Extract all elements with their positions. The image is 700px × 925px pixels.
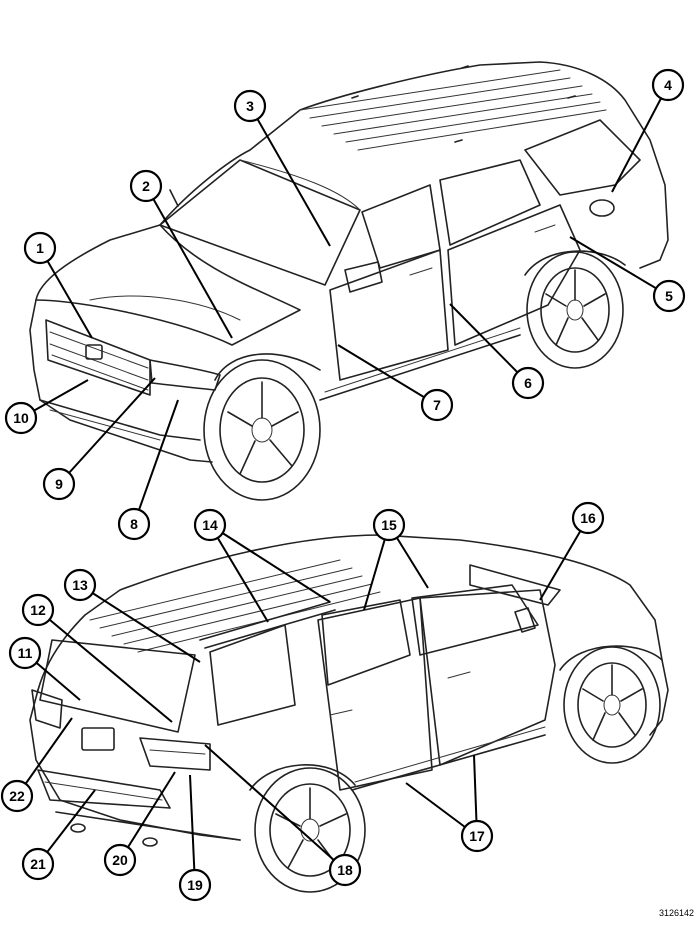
svg-text:5: 5 — [665, 288, 673, 304]
callout-3: 3 — [233, 89, 267, 123]
callout-9: 9 — [42, 467, 76, 501]
svg-text:9: 9 — [55, 476, 63, 492]
callout-14: 14 — [193, 508, 227, 542]
callout-11: 11 — [8, 636, 42, 670]
callout-19: 19 — [178, 868, 212, 902]
callout-5: 5 — [652, 279, 686, 313]
rear-view-front-wheel — [563, 646, 661, 764]
callout-4: 4 — [651, 68, 685, 102]
figure-id: 3126142 — [659, 908, 694, 918]
svg-text:17: 17 — [469, 828, 485, 844]
front-view-front-wheel — [203, 359, 321, 501]
callout-1: 1 — [23, 231, 57, 265]
callout-20: 20 — [103, 843, 137, 877]
callout-15: 15 — [372, 508, 406, 542]
svg-text:16: 16 — [580, 510, 596, 526]
callout-6: 6 — [511, 366, 545, 400]
svg-text:3: 3 — [246, 98, 254, 114]
callout-21: 21 — [21, 847, 55, 881]
callout-18: 18 — [328, 853, 362, 887]
callout-7: 7 — [420, 388, 454, 422]
callout-17: 17 — [460, 819, 494, 853]
svg-text:6: 6 — [524, 375, 532, 391]
svg-text:10: 10 — [13, 410, 29, 426]
svg-text:1: 1 — [36, 240, 44, 256]
callout-13: 13 — [63, 568, 97, 602]
callout-22: 22 — [0, 779, 34, 813]
rear-view-rear-wheel — [254, 767, 366, 893]
svg-text:13: 13 — [72, 577, 88, 593]
svg-text:12: 12 — [30, 602, 46, 618]
callout-8: 8 — [117, 507, 151, 541]
callout-12: 12 — [21, 593, 55, 627]
callout-2: 2 — [129, 169, 163, 203]
svg-text:11: 11 — [18, 645, 33, 661]
callout-16: 16 — [571, 501, 605, 535]
svg-text:4: 4 — [664, 77, 672, 93]
svg-text:15: 15 — [381, 517, 397, 533]
svg-text:20: 20 — [112, 852, 128, 868]
svg-text:21: 21 — [30, 856, 46, 872]
front-view-vehicle — [29, 61, 669, 501]
front-view-rear-wheel — [526, 251, 624, 369]
callout-10: 10 — [4, 401, 38, 435]
svg-text:14: 14 — [202, 517, 218, 533]
svg-text:8: 8 — [130, 516, 138, 532]
svg-text:22: 22 — [9, 788, 25, 804]
rear-view-vehicle — [29, 534, 669, 893]
svg-text:19: 19 — [187, 877, 203, 893]
svg-text:7: 7 — [433, 397, 441, 413]
svg-text:2: 2 — [142, 178, 150, 194]
leader-lines — [16, 84, 670, 886]
svg-text:18: 18 — [337, 862, 353, 878]
